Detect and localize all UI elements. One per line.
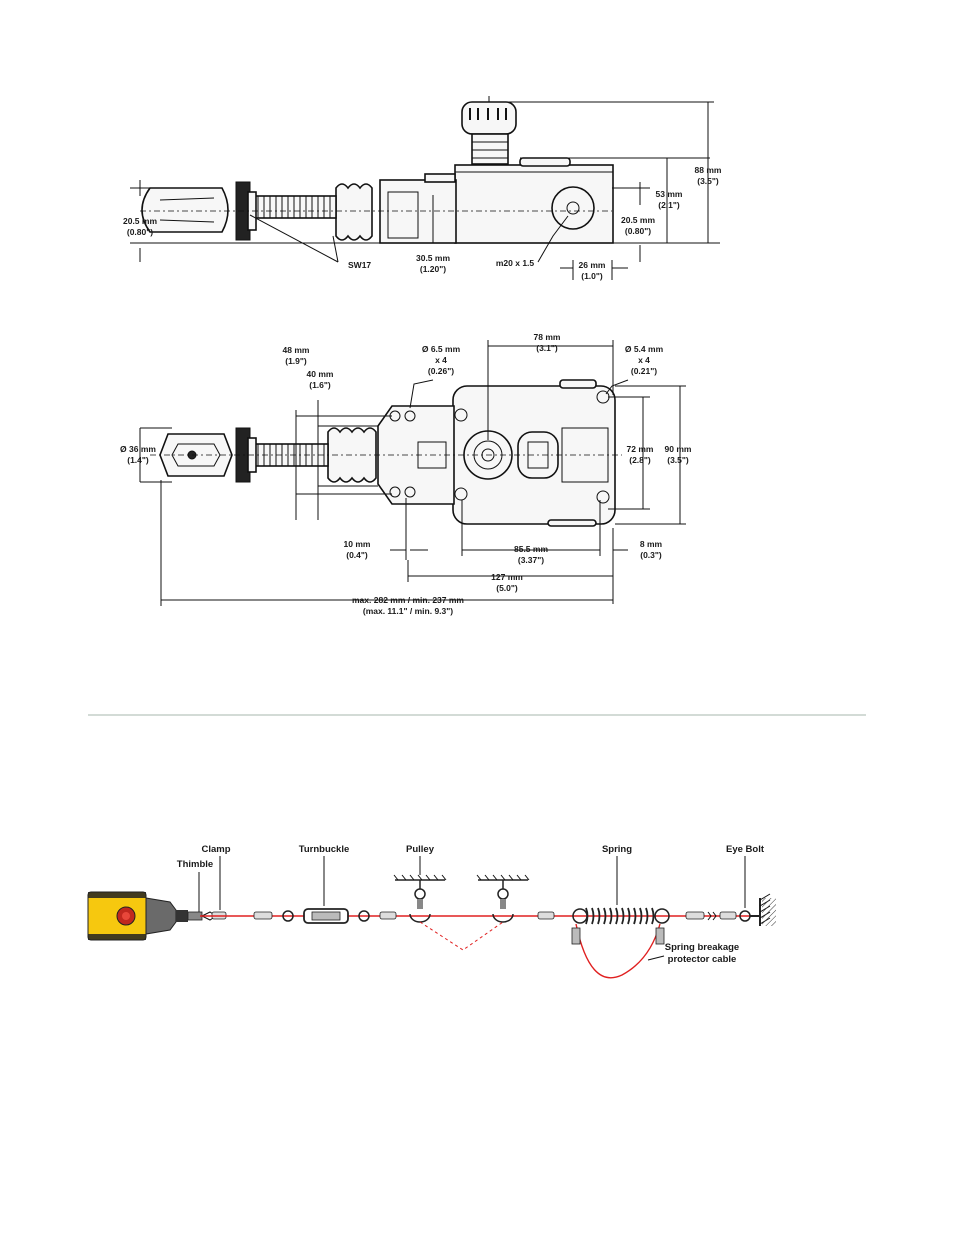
hole54-count: x 4 [638,355,650,365]
dim-top-height-mm: 53 mm [656,189,683,199]
installation-labels: Clamp Thimble Turnbuckle Pulley Spring E… [177,844,765,965]
dim-72-in: (2.8") [629,455,651,465]
dim-855-mm: 85.5 mm [514,544,548,554]
dim-10-in: (0.4") [346,550,368,560]
spring-icon [585,907,655,925]
dim-total-height-in: (3.5") [697,176,719,186]
dim-side-right-in: (0.80") [625,226,651,236]
hole65-count: x 4 [435,355,447,365]
dim-8-in: (0.3") [640,550,662,560]
dim-127-mm: 127 mm [491,572,523,582]
dim-127-in: (5.0") [496,583,518,593]
side-view-drawing [130,96,720,280]
dim-40-in: (1.6") [309,380,331,390]
spring-label: Spring [602,844,632,855]
installation-diagram [87,856,776,979]
dim-10-mm: 10 mm [344,539,371,549]
pulley-label: Pulley [406,844,435,855]
hole54-in: (0.21") [631,366,657,376]
dim-max-min-in: (max. 11.1" / min. 9.3") [363,606,453,616]
dim-body-height-in: (1.20") [420,264,446,274]
protector-label-line2: protector cable [668,954,737,965]
dim-offset-mm: 26 mm [579,260,606,270]
dim-side-left-in: (0.80") [127,227,153,237]
hole65-in: (0.26") [428,366,454,376]
dim-offset-in: (1.0") [581,271,603,281]
dim-78-in: (3.1") [536,343,558,353]
dim-40-mm: 40 mm [307,369,334,379]
turnbuckle-label: Turnbuckle [299,844,350,855]
top-view-dims: 48 mm (1.9") 40 mm (1.6") Ø 6.5 mm x 4 (… [120,332,692,616]
dim-36-mm: Ø 36 mm [120,444,156,454]
dim-top-height-in: (2.1") [658,200,680,210]
dim-36-in: (1.4") [127,455,149,465]
dim-48-in: (1.9") [285,356,307,366]
clamp-label: Clamp [201,844,230,855]
dim-side-left-mm: 20.5 mm [123,216,157,226]
eye-bolt-label: Eye Bolt [726,844,765,855]
dim-side-right-mm: 20.5 mm [621,215,655,225]
dim-90-in: (3.5") [667,455,689,465]
dim-72-mm: 72 mm [627,444,654,454]
dim-body-height-mm: 30.5 mm [416,253,450,263]
side-view-dims: 20.5 mm (0.80") SW17 30.5 mm (1.20") m20… [123,165,722,281]
thimble-label: Thimble [177,859,213,870]
dim-855-in: (3.37") [518,555,544,565]
protector-label-line1: Spring breakage [665,942,739,953]
dim-8-mm: 8 mm [640,539,663,549]
dim-90-mm: 90 mm [665,444,692,454]
hole54-size: Ø 5.4 mm [625,344,664,354]
dim-78-mm: 78 mm [534,332,561,342]
dim-48-mm: 48 mm [283,345,310,355]
dim-total-height-mm: 88 mm [695,165,722,175]
thread-label: m20 x 1.5 [496,258,535,268]
hole65-size: Ø 6.5 mm [422,344,461,354]
pulley-icon-2 [492,913,514,923]
dim-max-min-mm: max. 282 mm / min. 237 mm [352,595,464,605]
pulley-icon-1 [409,913,431,923]
sw-label: SW17 [348,260,371,270]
top-view-drawing [139,340,686,606]
